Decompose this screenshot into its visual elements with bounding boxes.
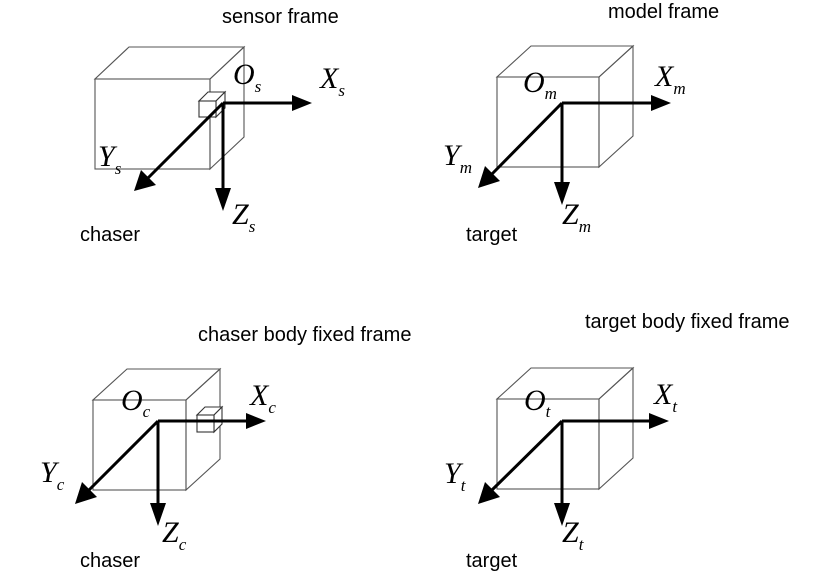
x-axis-label: Xm [654,60,686,98]
x-axis-label: Xs [319,62,345,100]
panel-title: chaser body fixed frame [198,324,411,346]
y-axis-arrow [478,101,564,188]
x-axis-arrow [223,95,312,111]
z-axis-label: Zs [232,198,256,236]
model-frame-panel: model frame Om Xm Ym Zm target [443,1,719,246]
y-axis-arrow [478,419,564,504]
body-label: chaser [80,224,140,246]
panel-title: target body fixed frame [585,311,790,333]
origin-label: Oc [121,384,151,421]
panel-title: model frame [608,1,719,23]
sensor-frame-panel: sensor frame Os Xs Ys Zs chaser [80,6,345,246]
y-axis-arrow [134,101,225,191]
x-axis-label: Xc [249,379,276,417]
origin-label: Ot [524,384,552,421]
x-axis-arrow [562,413,669,429]
cube [91,367,222,492]
target-body-fixed-frame-panel: target body fixed frame Ot Xt Yt Zt targ… [444,311,790,572]
x-axis-arrow [158,413,266,429]
cube [93,45,246,171]
body-label: target [466,550,518,572]
x-axis-arrow [562,95,671,111]
y-axis-label: Ym [443,139,472,177]
chaser-body-fixed-frame-panel: chaser body fixed frame Oc Xc Yc Zc chas… [40,324,411,572]
origin-label: Om [523,66,557,103]
z-axis-arrow [554,103,570,205]
x-axis-label: Xt [653,378,678,416]
y-axis-label: Yt [444,457,467,495]
z-axis-arrow [215,103,231,211]
y-axis-arrow [75,419,160,504]
y-axis-label: Ys [98,140,122,178]
z-axis-arrow [150,421,166,526]
sensor-box-icon [195,405,224,434]
body-label: chaser [80,550,140,572]
origin-label: Os [233,58,262,96]
z-axis-arrow [554,421,570,526]
cube [495,44,635,169]
z-axis-label: Zm [562,198,591,236]
panel-title: sensor frame [222,6,339,28]
z-axis-label: Zt [562,516,585,554]
body-label: target [466,224,518,246]
y-axis-label: Yc [40,456,65,494]
cube [495,366,635,491]
z-axis-label: Zc [162,516,187,554]
